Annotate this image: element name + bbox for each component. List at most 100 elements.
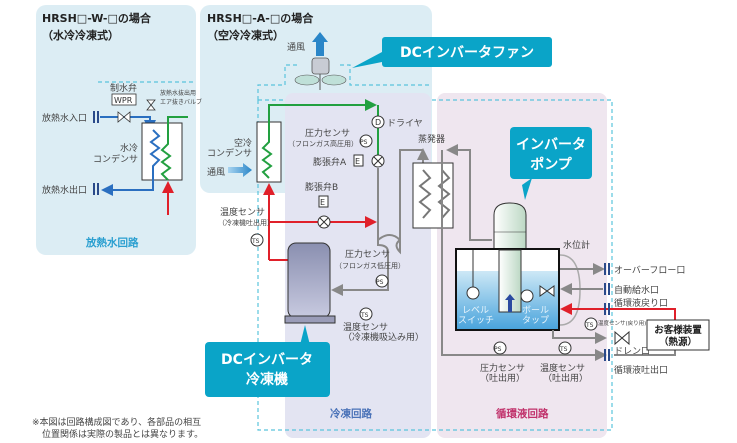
- water-outlet-label: 放熱水出口: [42, 184, 87, 196]
- water-out-pipe: [101, 129, 161, 196]
- ts-symbol: TS: [251, 238, 260, 245]
- ps-low-label: 圧力センサ: [345, 248, 390, 260]
- airflow-top-label: 通風: [287, 42, 305, 53]
- water-cooled-panel: [36, 5, 196, 255]
- port-icon: [604, 283, 610, 295]
- exp-valve-a-label: 膨張弁A: [313, 156, 347, 168]
- customer-equipment: [646, 319, 710, 351]
- port-icon: [604, 303, 610, 315]
- ts-discharge-label-2: （冷凍機吐出用）: [218, 218, 274, 227]
- ts-symbol: TS: [585, 322, 594, 329]
- pump-callout-label-2: ポンプ: [530, 156, 573, 173]
- level-switch-float-icon: [466, 286, 480, 300]
- ps-symbol: PS: [360, 139, 368, 146]
- ball-tap-label: ボール: [522, 305, 549, 316]
- liquid-line: [261, 99, 377, 179]
- return-port-label: 循環液戻り口: [614, 297, 668, 309]
- fan-callout-pointer: [352, 52, 382, 68]
- water-circuit-label: 放熱水回路: [85, 236, 139, 249]
- suction-arrow-icon: [505, 294, 515, 312]
- suction-line: [331, 168, 389, 296]
- water-inlet-label: 放熱水入口: [42, 112, 87, 124]
- ball-tap-valve-icon: [539, 285, 555, 297]
- level-switch-label: レベル: [462, 306, 489, 316]
- level-switch-label-2: スイッチ: [458, 315, 494, 326]
- air-cooled-title: HRSH□-A-□の場合: [207, 11, 314, 25]
- customer-equipment-label-2: （熱源）: [659, 336, 697, 348]
- ts-symbol: TS: [360, 312, 369, 319]
- overflow-port-label: オーバーフロー口: [614, 265, 685, 276]
- ball-tap-float-icon: [520, 289, 534, 303]
- unit-boundary: [257, 99, 613, 431]
- discharge-line: [441, 150, 607, 361]
- evaporator-coil-icon: [437, 169, 451, 219]
- ts-symbol: TS: [559, 346, 568, 353]
- ps-out-label: 圧力センサ: [480, 362, 525, 374]
- ts-return-label: 温度センサ(戻り用): [598, 319, 646, 327]
- temp-sensor-icon: [584, 317, 598, 331]
- pressure-sensor-icon: [493, 341, 507, 355]
- ps-symbol: PS: [376, 279, 384, 286]
- water-cooled-title: HRSH□-W-□の場合: [42, 11, 152, 25]
- expansion-valve-b-icon: [317, 215, 331, 229]
- exp-valve-a-actuator: [353, 154, 364, 167]
- ts-suction-label: 温度センサ: [343, 321, 388, 333]
- compressor-callout-label-2: 冷凍機: [246, 371, 288, 388]
- airflow-side-label: 通風: [207, 167, 225, 178]
- air-vent-valve-label: 放熱水抜出用: [160, 89, 196, 97]
- level-gauge-label: 水位計: [563, 239, 590, 251]
- pump-callout: [510, 127, 592, 179]
- dryer-label: ドライヤ: [387, 118, 423, 129]
- wpr-label: WPR: [114, 96, 133, 105]
- pump-out-line: [446, 144, 492, 241]
- airflow-up-arrow-icon: [312, 32, 328, 56]
- dryer-icon: [371, 115, 385, 129]
- exp-valve-b-label: 膨張弁B: [305, 181, 338, 193]
- pump-callout-label: インバータ: [516, 137, 586, 153]
- air-condenser-label-2: コンデンサ: [207, 147, 252, 159]
- port-icon: [604, 263, 610, 275]
- temp-sensor-icon: [250, 233, 264, 247]
- water-condenser-label-2: コンデンサ: [93, 153, 138, 165]
- pressure-sensor-icon: [359, 134, 373, 148]
- dryer-symbol: D: [375, 118, 381, 127]
- compressor-callout: [205, 342, 330, 397]
- ps-high-label: 圧力センサ: [305, 127, 350, 139]
- control-valve-label: 制水弁: [110, 82, 137, 94]
- circulation-circuit-label: 循環液回路: [496, 407, 549, 420]
- e-symbol: E: [320, 198, 325, 207]
- ball-tap-label-2: タップ: [522, 315, 549, 326]
- drain-line: [552, 330, 607, 344]
- fan-callout: [382, 37, 552, 67]
- evaporator-coil-icon: [418, 169, 432, 219]
- evaporator-line: [377, 234, 401, 241]
- ts-out-label: 温度センサ: [540, 362, 585, 374]
- air-vent-valve-icon: [146, 99, 156, 111]
- refrigeration-circuit-label: 冷凍回路: [330, 407, 372, 420]
- ps-low-label-2: （フロンガス低圧用）: [335, 261, 405, 270]
- control-valve-icon: [117, 111, 131, 123]
- water-cooled-subtitle: （水冷冷凍式）: [42, 28, 119, 42]
- temp-sensor-icon: [359, 307, 373, 321]
- pump-icon: [493, 202, 527, 251]
- airflow-right-arrow-icon: [228, 163, 252, 177]
- exp-valve-b-actuator: [318, 195, 329, 208]
- customer-equipment-label: お客様装置: [654, 324, 702, 336]
- wpr-box: [111, 93, 137, 106]
- discharge-port-label: 循環液吐出口: [614, 364, 668, 376]
- e-symbol: E: [355, 157, 360, 166]
- air-condenser-label: 空冷: [234, 137, 252, 149]
- port-icon: [93, 111, 99, 123]
- drain-valve-icon: [614, 330, 630, 346]
- ps-high-label-2: （フロンガス高圧用）: [288, 139, 358, 148]
- water-condenser-label: 水冷: [120, 142, 138, 154]
- air-vent-valve-label-2: エア抜きバルブ: [160, 98, 202, 106]
- compressor-callout-pointer: [300, 325, 310, 345]
- ts-out-label-2: （吐出用）: [543, 372, 588, 384]
- pressure-sensor-icon: [375, 274, 389, 288]
- note-line-1: ※本図は回路構成図であり、各部品の相互: [32, 416, 201, 428]
- ps-out-label-2: （吐出用）: [480, 372, 525, 384]
- auto-supply-port-label: 自動給水口: [614, 284, 659, 296]
- note-line-2: 位置関係は実際の製品とは異なります。: [42, 428, 203, 440]
